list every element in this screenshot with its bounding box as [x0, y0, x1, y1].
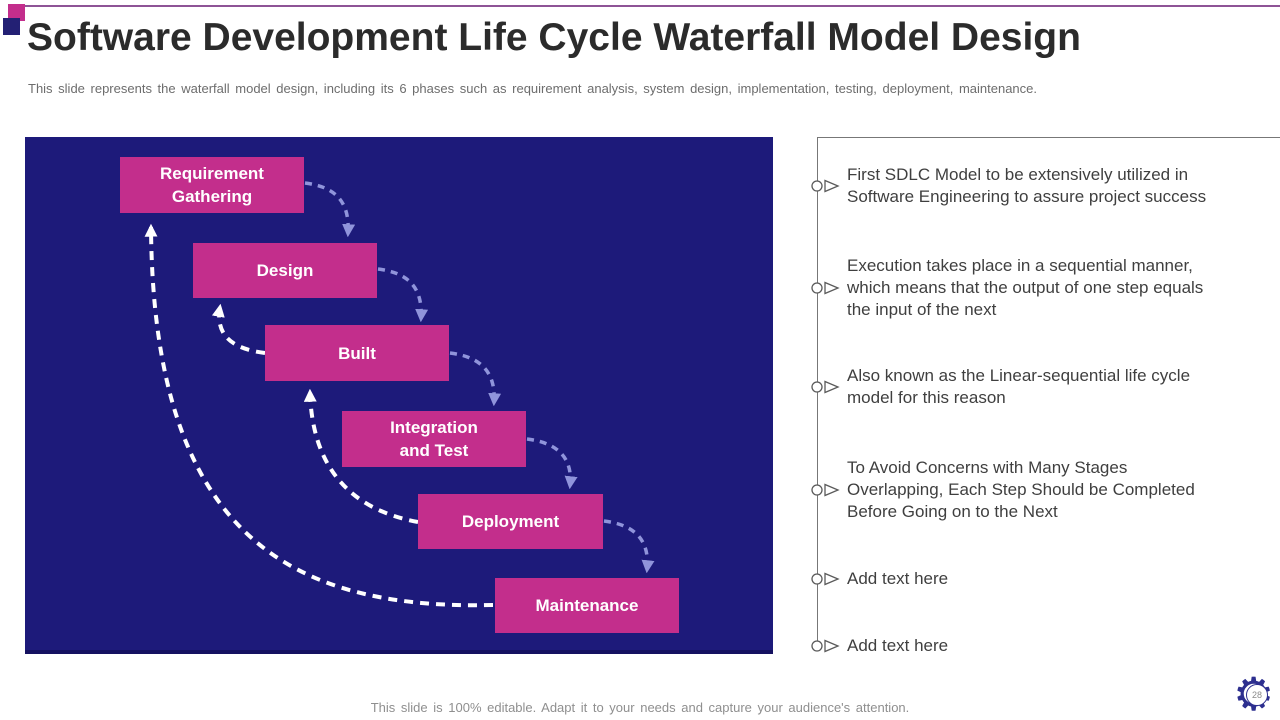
bullet-marker-icon [811, 639, 840, 653]
top-accent-line [24, 5, 1280, 7]
bullet-marker-icon [811, 179, 840, 193]
phase-box-deployment: Deployment [418, 494, 603, 549]
arrow-built-back-to-design [211, 303, 266, 355]
slide-number-badge: 28 [1246, 684, 1268, 706]
bullet-text: First SDLC Model to be extensively utili… [847, 165, 1207, 206]
arrow-requirement-to-design [304, 181, 356, 238]
phase-box-integration-and-test: Integration and Test [342, 411, 526, 467]
bullet-marker-icon [811, 380, 840, 394]
page-subtitle: This slide represents the waterfall mode… [28, 81, 1038, 96]
bullet-item-6: Add text here [810, 635, 948, 657]
bullet-rail-top-line [817, 137, 1280, 138]
bullet-marker-icon [811, 281, 840, 295]
arrow-deployment-back-to-built [303, 388, 419, 524]
phase-box-maintenance: Maintenance [495, 578, 679, 633]
waterfall-diagram-panel: Requirement Gathering Design Built Integ… [25, 137, 773, 654]
arrow-built-to-integration [449, 351, 502, 407]
bullet-item-5: Add text here [810, 568, 948, 590]
arrow-design-to-built [377, 267, 429, 323]
decorative-navy-square [3, 18, 20, 35]
bullet-marker-icon [811, 483, 840, 497]
bullet-item-4: To Avoid Concerns with Many Stages Overl… [810, 457, 1195, 523]
footer-note: This slide is 100% editable. Adapt it to… [370, 700, 910, 715]
phase-box-requirement-gathering: Requirement Gathering [120, 157, 304, 213]
slide-number-gear: ⚙ 28 [1233, 669, 1280, 719]
phase-box-design: Design [193, 243, 377, 298]
add-text-placeholder[interactable]: Add text here [847, 569, 949, 588]
bullet-text: Execution takes place in a sequential ma… [847, 256, 1204, 319]
page-title: Software Development Life Cycle Waterfal… [27, 16, 1081, 59]
arrow-integration-to-deployment [526, 437, 578, 490]
bullet-item-1: First SDLC Model to be extensively utili… [810, 164, 1206, 208]
decorative-magenta-square [8, 4, 25, 21]
bullet-item-3: Also known as the Linear-sequential life… [810, 365, 1190, 409]
add-text-placeholder[interactable]: Add text here [847, 636, 949, 655]
bullet-text: Also known as the Linear-sequential life… [847, 366, 1191, 407]
arrow-maintenance-back-to-requirement [144, 223, 494, 608]
flow-arrows [144, 181, 655, 608]
phase-box-built: Built [265, 325, 449, 381]
bullet-marker-icon [811, 572, 840, 586]
arrow-deployment-to-maintenance [603, 519, 655, 574]
bullet-text: To Avoid Concerns with Many Stages Overl… [847, 458, 1195, 521]
bullet-item-2: Execution takes place in a sequential ma… [810, 255, 1203, 321]
